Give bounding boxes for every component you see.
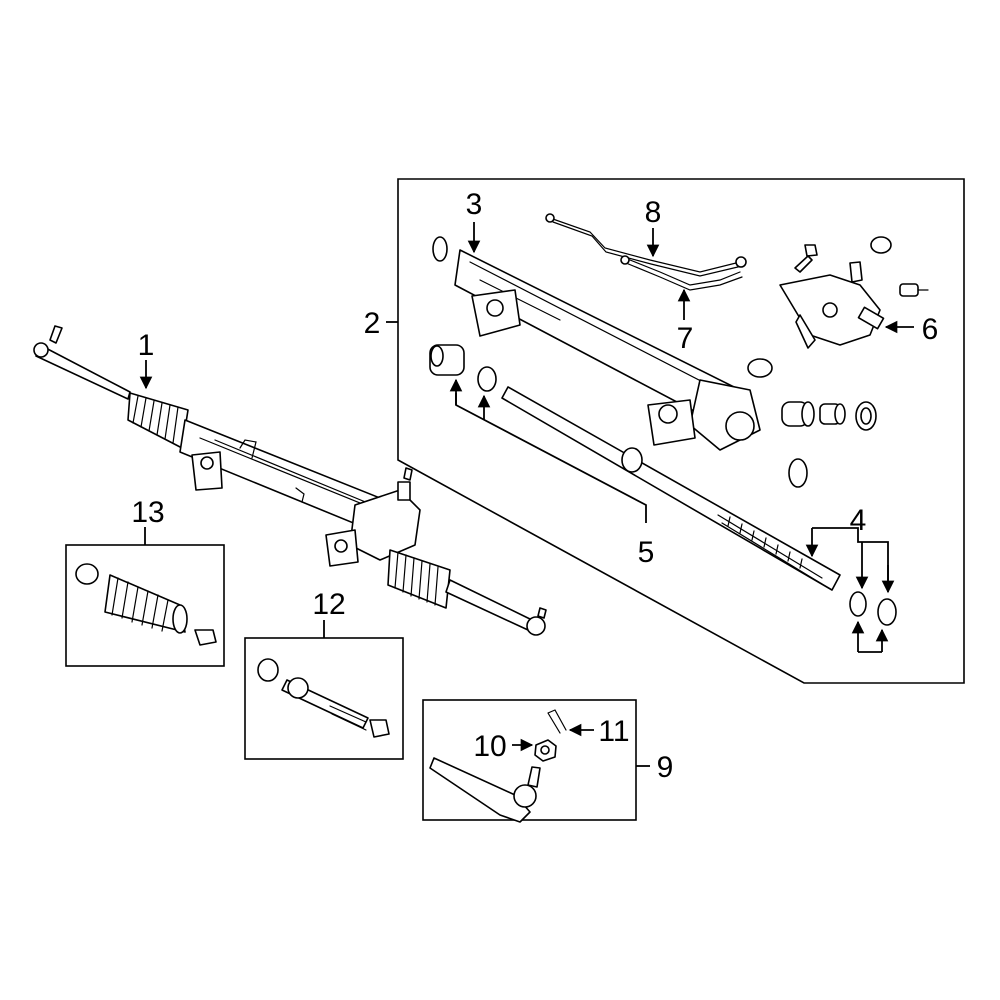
left-ball-stud bbox=[49, 325, 63, 344]
pressure-line-upper bbox=[549, 217, 741, 273]
right-tie-rod bbox=[445, 579, 533, 631]
outer-tie-rod-frame bbox=[422, 699, 637, 821]
valve-bolt bbox=[794, 244, 818, 273]
valve-seal-inner bbox=[860, 407, 872, 425]
boot-clamp-ring bbox=[75, 563, 99, 585]
callout-7: 7 bbox=[677, 322, 694, 355]
pinion-o-ring bbox=[788, 458, 808, 488]
inner-tie-rod bbox=[257, 658, 390, 738]
valve-fitting bbox=[899, 283, 929, 297]
rack-seal-right-b bbox=[877, 598, 897, 626]
right-tie-rod-ball-joint bbox=[526, 616, 546, 636]
callout-2: 2 bbox=[364, 307, 381, 340]
outer-tie-rod-end bbox=[429, 757, 541, 823]
boot-clamp bbox=[194, 629, 217, 646]
cotter-pin bbox=[547, 709, 567, 734]
left-mount-bracket bbox=[191, 451, 223, 491]
callout-6: 6 bbox=[922, 313, 939, 346]
rack-components-group-frame bbox=[397, 178, 965, 684]
valve-cap-seal bbox=[870, 236, 892, 254]
inner-rod-washer bbox=[257, 658, 279, 682]
leader-4-top bbox=[812, 527, 889, 590]
callout-8: 8 bbox=[645, 196, 662, 229]
control-valve bbox=[779, 261, 885, 349]
tie-rod-stud bbox=[527, 766, 541, 788]
valve-bushing bbox=[781, 401, 815, 427]
callout-3: 3 bbox=[466, 188, 483, 221]
left-boot bbox=[127, 392, 189, 449]
rack-seal-right-a bbox=[849, 591, 867, 617]
callout-12: 12 bbox=[312, 588, 345, 621]
valve-bearing bbox=[819, 403, 846, 425]
steering-gear-assembly bbox=[33, 325, 547, 636]
left-tie-rod bbox=[35, 344, 131, 400]
right-boot bbox=[387, 549, 451, 609]
valve-o-ring bbox=[747, 358, 773, 378]
left-tie-rod-ball-joint bbox=[33, 342, 49, 358]
callout-5: 5 bbox=[638, 536, 655, 569]
rack-bar bbox=[501, 386, 841, 591]
rack-seal-left bbox=[477, 366, 497, 392]
housing-seal-ring bbox=[432, 236, 448, 262]
pinion-input bbox=[397, 481, 411, 501]
rack-housing bbox=[454, 249, 761, 451]
pressure-line-lower bbox=[624, 257, 741, 286]
callout-11: 11 bbox=[598, 715, 629, 748]
callout-1: 1 bbox=[138, 329, 155, 362]
callout-13: 13 bbox=[131, 496, 164, 529]
callout-10: 10 bbox=[473, 730, 506, 763]
boot-kit bbox=[75, 563, 217, 646]
rack-bushing bbox=[429, 344, 465, 376]
callout-4: 4 bbox=[850, 504, 867, 537]
callout-9: 9 bbox=[657, 751, 674, 784]
inner-rod-clamp bbox=[369, 719, 390, 738]
